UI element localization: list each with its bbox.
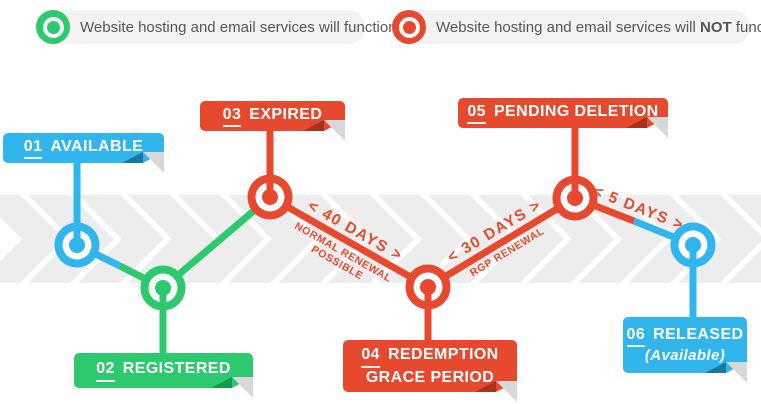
label-06-released: 06 RELEASED (Available) <box>623 317 747 383</box>
label-01-number: 01 <box>23 137 43 160</box>
label-03-expired: 03 EXPIRED <box>200 101 345 141</box>
label-04-line1: REDEMPTION <box>387 346 499 364</box>
label-02-name: REGISTERED <box>122 360 231 378</box>
label-03-fold-dark <box>303 120 324 131</box>
node-center-dots <box>69 189 701 296</box>
green-target-dot <box>42 16 64 38</box>
dot-04 <box>420 279 436 295</box>
dot-06 <box>685 237 701 253</box>
label-06-fold-dark <box>705 362 726 373</box>
label-05-number: 05 <box>467 102 486 125</box>
dot-03 <box>262 189 278 205</box>
red-target-icon <box>392 10 426 44</box>
label-05-pending-deletion: 05 PENDING DELETION <box>458 98 668 138</box>
edge-registered-expired <box>160 194 273 291</box>
label-03-number: 03 <box>222 105 242 128</box>
legend-not-function-text: Website hosting and email services will … <box>426 19 761 36</box>
legend-not-function-pre: Website hosting and email services will <box>436 18 701 36</box>
label-06-name: RELEASED <box>653 325 744 343</box>
dot-01 <box>69 237 85 253</box>
label-01-available: 01 AVAILABLE <box>3 133 164 173</box>
red-target-dot <box>398 16 420 38</box>
legend-services-function: Website hosting and email services will … <box>36 10 397 44</box>
label-03-name: EXPIRED <box>249 105 323 123</box>
label-05-name: PENDING DELETION <box>493 102 659 120</box>
dot-02 <box>155 280 171 296</box>
dot-05 <box>567 190 583 206</box>
label-05-bg <box>458 98 668 128</box>
label-04-number: 04 <box>361 345 380 368</box>
label-04-redemption-grace-period: 04 REDEMPTION GRACE PERIOD <box>343 340 517 402</box>
edge-expired-redemption <box>268 193 430 291</box>
label-05-fold-dark <box>626 117 647 128</box>
green-target-icon <box>36 10 70 44</box>
label-01-name: AVAILABLE <box>50 137 144 155</box>
label-stems <box>73 125 697 358</box>
label-02-registered: 02 REGISTERED <box>74 353 253 398</box>
legend-not-function-emphasis: NOT <box>700 18 732 36</box>
label-06-bg <box>623 317 747 373</box>
label-04-line2: GRACE PERIOD <box>365 368 495 386</box>
label-02-fold-dark <box>211 377 232 388</box>
label-06-subtitle: (Available) <box>644 347 726 365</box>
legend-services-not-function: Website hosting and email services will … <box>392 10 761 44</box>
timeline-edges <box>75 193 695 292</box>
label-02-number: 02 <box>96 359 115 382</box>
label-04-fold-dark <box>475 381 496 392</box>
label-01-fold-dark <box>122 152 143 163</box>
edge-redemption-pendingdeletion <box>426 195 577 290</box>
legend-function-text: Website hosting and email services will … <box>80 18 397 36</box>
legend-not-function-post: function <box>735 18 761 36</box>
label-06-number: 06 <box>626 325 646 348</box>
